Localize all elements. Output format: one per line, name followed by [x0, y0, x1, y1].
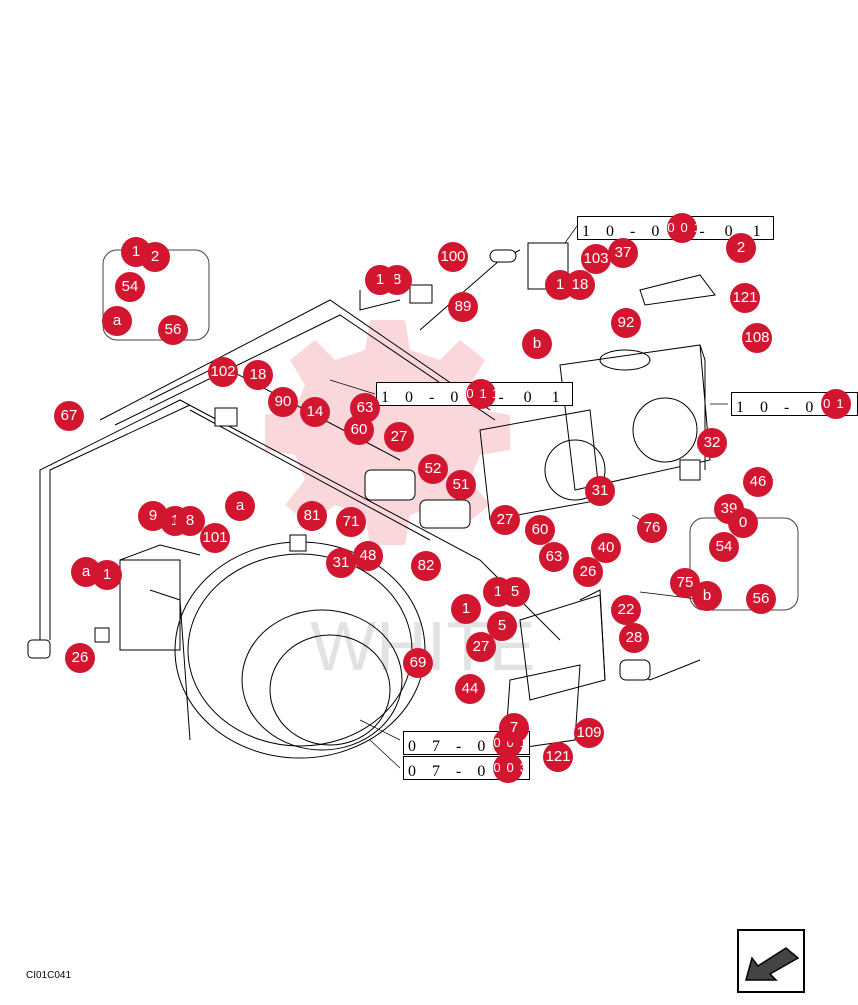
- callout-8b[interactable]: 8: [175, 506, 205, 536]
- callout-82[interactable]: 82: [411, 551, 441, 581]
- callout-71[interactable]: 71: [336, 507, 366, 537]
- callout-0[interactable]: 0: [728, 508, 758, 538]
- callout-a2[interactable]: a: [225, 491, 255, 521]
- callout-37[interactable]: 37: [608, 238, 638, 268]
- callout-103[interactable]: 103: [581, 244, 611, 274]
- callout-54b[interactable]: 54: [709, 532, 739, 562]
- callout-26[interactable]: 26: [573, 557, 603, 587]
- callout-26b[interactable]: 26: [65, 643, 95, 673]
- callout-102[interactable]: 102: [208, 357, 238, 387]
- pump-assembly: [479, 344, 711, 521]
- callout-7[interactable]: 7: [499, 713, 529, 743]
- ref-box-top-badge[interactable]: 001: [667, 213, 701, 243]
- callout-108[interactable]: 108: [742, 323, 772, 353]
- callout-51[interactable]: 51: [446, 470, 476, 500]
- callout-28[interactable]: 28: [619, 623, 649, 653]
- callout-67[interactable]: 67: [54, 401, 84, 431]
- callout-5[interactable]: 5: [500, 577, 530, 607]
- callout-60b[interactable]: 60: [525, 515, 555, 545]
- callout-32[interactable]: 32: [697, 428, 727, 458]
- callout-18b[interactable]: 18: [243, 360, 273, 390]
- ref-box-bottom-2-badge[interactable]: 003: [493, 753, 527, 783]
- figure-code: CI01C041: [26, 970, 72, 981]
- callout-2[interactable]: 2: [140, 242, 170, 272]
- callout-63b[interactable]: 63: [539, 542, 569, 572]
- callout-27[interactable]: 27: [384, 422, 414, 452]
- callout-31b[interactable]: 31: [326, 548, 356, 578]
- callout-40[interactable]: 40: [591, 533, 621, 563]
- callout-109[interactable]: 109: [574, 718, 604, 748]
- callout-18[interactable]: 18: [565, 270, 595, 300]
- callout-90[interactable]: 90: [268, 387, 298, 417]
- callout-52[interactable]: 52: [418, 454, 448, 484]
- callout-56[interactable]: 56: [158, 315, 188, 345]
- callout-2b[interactable]: 2: [726, 233, 756, 263]
- callout-54[interactable]: 54: [115, 272, 145, 302]
- callout-76[interactable]: 76: [637, 513, 667, 543]
- callout-89[interactable]: 89: [448, 292, 478, 322]
- callout-14[interactable]: 14: [300, 397, 330, 427]
- ref-box-mid-badge[interactable]: 011: [466, 379, 499, 409]
- callout-56b[interactable]: 56: [746, 584, 776, 614]
- parts-diagram: WHITE: [26, 213, 858, 994]
- callout-69[interactable]: 69: [403, 648, 433, 678]
- callout-1g[interactable]: 1: [451, 594, 481, 624]
- callout-75[interactable]: 75: [670, 568, 700, 598]
- callout-121[interactable]: 121: [730, 283, 760, 313]
- callout-44[interactable]: 44: [455, 674, 485, 704]
- callout-1b[interactable]: 1: [365, 265, 395, 295]
- diagram-drawing: WHITE: [27, 225, 799, 769]
- callout-a[interactable]: a: [102, 306, 132, 336]
- callout-22[interactable]: 22: [611, 595, 641, 625]
- callout-81[interactable]: 81: [297, 501, 327, 531]
- callout-31[interactable]: 31: [585, 476, 615, 506]
- callout-92[interactable]: 92: [611, 308, 641, 338]
- next-page-arrow-icon[interactable]: [736, 928, 806, 994]
- callout-60[interactable]: 60: [344, 415, 374, 445]
- callout-b[interactable]: b: [522, 329, 552, 359]
- callout-121b[interactable]: 121: [543, 742, 573, 772]
- callout-46[interactable]: 46: [743, 467, 773, 497]
- callout-27b[interactable]: 27: [490, 505, 520, 535]
- callout-48[interactable]: 48: [353, 541, 383, 571]
- callout-101[interactable]: 101: [200, 523, 230, 553]
- callout-a3[interactable]: a: [71, 557, 101, 587]
- callout-100[interactable]: 100: [438, 242, 468, 272]
- ref-box-right-badge[interactable]: 01: [821, 389, 852, 419]
- callout-27c[interactable]: 27: [466, 632, 496, 662]
